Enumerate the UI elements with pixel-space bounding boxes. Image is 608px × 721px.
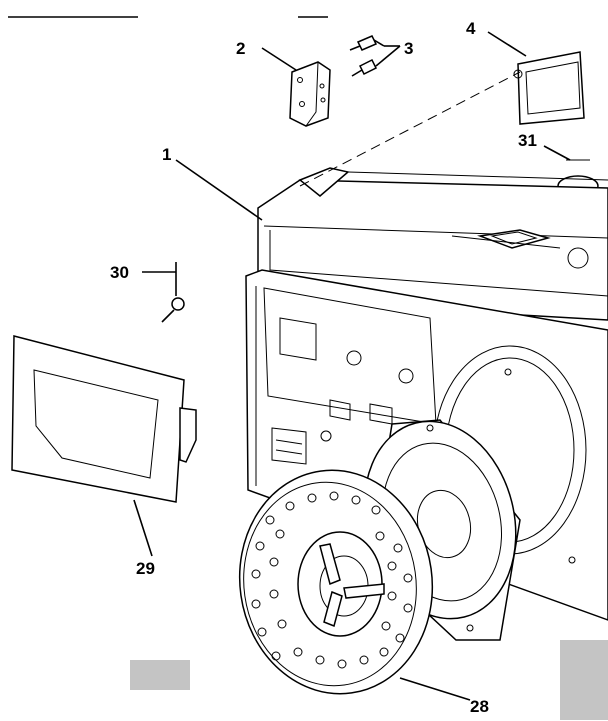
callout-label-3: 3 [404, 39, 413, 58]
small-screw-part [161, 297, 185, 323]
leader-lines [133, 31, 571, 701]
top-bracket-part [513, 51, 585, 125]
callout-label-28: 28 [470, 697, 489, 716]
callout-label-1: 1 [162, 145, 171, 164]
speaker-grille-part [238, 469, 434, 695]
side-panel-part [11, 335, 197, 503]
callout-label-4: 4 [466, 19, 476, 38]
callout-label-31: 31 [518, 131, 537, 150]
bracket-part [289, 61, 331, 127]
scan-noise [130, 640, 608, 720]
callout-label-30: 30 [110, 263, 129, 282]
callout-label-2: 2 [236, 39, 245, 58]
callout-label-29: 29 [136, 559, 155, 578]
screws-part [349, 35, 378, 77]
